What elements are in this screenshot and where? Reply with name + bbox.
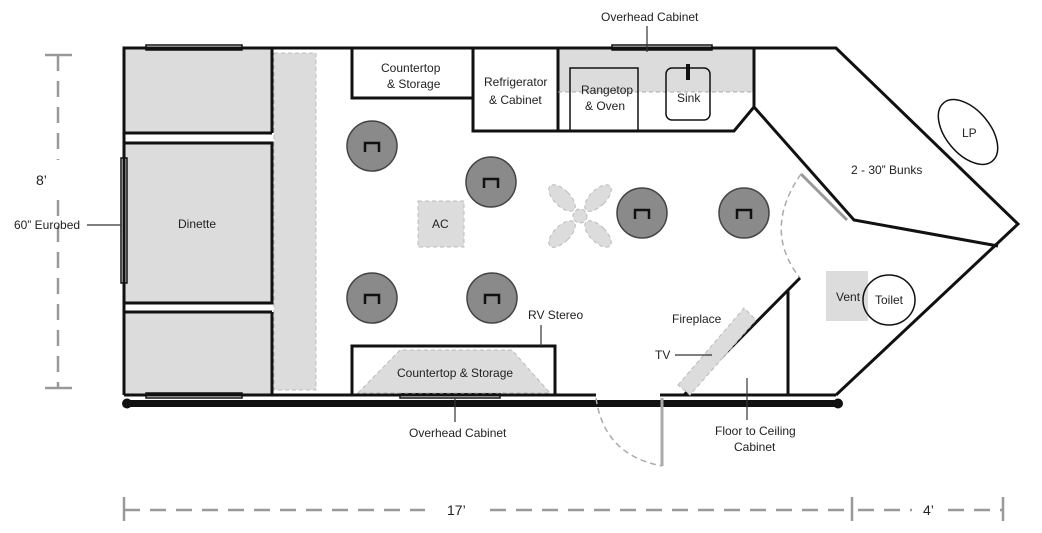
lp-tank xyxy=(937,98,999,166)
window-bottom-left xyxy=(145,392,243,399)
kitchen-counter xyxy=(556,48,756,133)
stool-3 xyxy=(616,187,668,239)
entry-door xyxy=(595,397,664,467)
fireplace-tv xyxy=(677,307,757,396)
toilet xyxy=(862,274,916,326)
stool-2 xyxy=(465,156,517,208)
overhead-cabinet-bottom-label: Overhead Cabinet xyxy=(409,426,507,440)
bed-gray-top xyxy=(124,48,272,133)
countertop-bottom-gray xyxy=(356,349,552,394)
ac-label: AC xyxy=(432,217,449,231)
refrigerator-line1: Refrigerator xyxy=(484,75,547,89)
stool-1 xyxy=(346,120,398,172)
refrigerator xyxy=(471,46,560,133)
tv-label: TV xyxy=(655,348,670,362)
rangetop-oven xyxy=(569,67,639,132)
nose-label: 4’ xyxy=(923,502,934,518)
lp-label: LP xyxy=(962,126,977,140)
stool-5 xyxy=(346,272,398,324)
chassis xyxy=(122,398,843,409)
floor-cabinet-line1: Floor to Ceiling xyxy=(715,424,796,438)
fireplace-label: Fireplace xyxy=(672,312,722,326)
countertop-top-line1: Countertop xyxy=(381,61,441,75)
rangetop-line1: Rangetop xyxy=(581,83,633,97)
bathroom-door xyxy=(780,172,849,279)
vent-label: Vent xyxy=(836,290,861,304)
kitchen-overhead-gray xyxy=(558,48,754,92)
length-label: 17’ xyxy=(447,502,466,518)
toilet-label: Toilet xyxy=(875,293,904,307)
height-label: 8’ xyxy=(36,172,47,188)
bed-gray-bottom xyxy=(124,312,272,396)
ac-unit xyxy=(417,200,465,248)
height-dimension: 8’ xyxy=(36,53,72,390)
eurobed-label: 60” Eurobed xyxy=(14,218,80,232)
countertop-storage-bottom xyxy=(350,344,557,397)
eurobed-extension xyxy=(273,52,317,391)
dinette-table xyxy=(124,143,272,303)
rangetop-line2: & Oven xyxy=(585,99,625,113)
bunks-area xyxy=(752,106,999,248)
window-top-left xyxy=(145,44,243,51)
countertop-top-line2: & Storage xyxy=(387,77,441,91)
ceiling-fan-icon xyxy=(548,184,612,248)
overhead-cabinet-top-label: Overhead Cabinet xyxy=(601,10,699,24)
bunks-label: 2 - 30” Bunks xyxy=(851,163,922,177)
stool-4 xyxy=(718,187,770,239)
floor-cabinet-line2: Cabinet xyxy=(734,440,776,454)
dinette-benches xyxy=(122,48,274,395)
dinette-label: Dinette xyxy=(178,217,216,231)
sink-label: Sink xyxy=(677,91,701,105)
refrigerator-line2: & Cabinet xyxy=(489,93,542,107)
vent xyxy=(826,271,868,321)
stool-6 xyxy=(466,272,518,324)
rv-stereo-label: RV Stereo xyxy=(528,308,583,322)
countertop-bottom-label: Countertop & Storage xyxy=(397,366,513,380)
window-top-kitchen xyxy=(611,44,713,51)
length-dimension: 17’ 4’ xyxy=(122,497,1005,521)
